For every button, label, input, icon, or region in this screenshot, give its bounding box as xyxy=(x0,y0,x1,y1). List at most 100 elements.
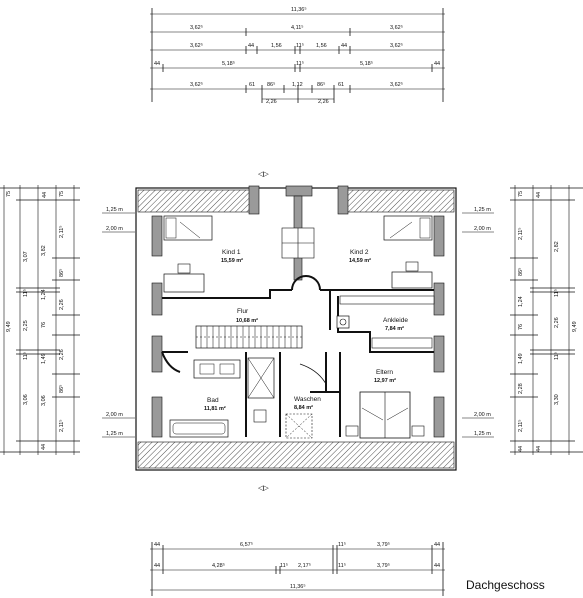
dim-label: 11⁵ xyxy=(553,289,560,297)
level-label: 1,25 m xyxy=(106,431,123,437)
room-area-flur: 10,68 m² xyxy=(236,317,258,324)
dim-label: 44 xyxy=(154,563,160,569)
room-area-ankleide: 7,84 m² xyxy=(385,325,404,332)
dim-label: 44 xyxy=(248,43,254,49)
dim-label: 44 xyxy=(518,446,524,452)
dim-label: 11⁵ xyxy=(296,60,304,67)
roof-slope-top-right xyxy=(345,189,455,213)
dim-label: 86⁵ xyxy=(517,268,524,276)
dim-label: 3,06 xyxy=(41,395,47,406)
dim-label: 5,18⁵ xyxy=(222,60,235,67)
dim-label: 3,62⁵ xyxy=(390,24,403,31)
dim-label: 3,62⁵ xyxy=(390,81,403,88)
dim-label: 44 xyxy=(434,542,440,548)
dim-label: 11⁵ xyxy=(338,562,346,569)
dim-label: 2,11⁵ xyxy=(58,419,65,432)
room-name-bad: Bad xyxy=(207,397,219,404)
level-label: 2,00 m xyxy=(106,412,123,418)
dim-label: 2,26 xyxy=(59,299,65,310)
dim-label: 76 xyxy=(41,322,47,328)
dim-label: 3,07 xyxy=(23,251,29,262)
dim-label: 1,56 xyxy=(316,43,327,49)
dim-label: 2,26 xyxy=(318,99,329,105)
dim-label: 11⁵ xyxy=(296,42,304,49)
level-label: 2,00 m xyxy=(106,226,123,232)
svg-text:◁▷: ◁▷ xyxy=(258,170,269,178)
dim-label: 9,49 xyxy=(572,321,578,332)
right-dimension-labels: 75 44 9,49 2,82 11⁵ 2,26 11⁵ 3,30 44 2,1… xyxy=(474,191,578,452)
dim-label: 2,11⁵ xyxy=(517,227,524,240)
left-dimensions xyxy=(0,185,135,455)
dim-label: 2,82 xyxy=(554,241,560,252)
dim-label: 75 xyxy=(59,191,65,197)
dim-label: 11⁵ xyxy=(22,352,29,360)
dim-label: 2,25 xyxy=(23,320,29,331)
dim-label: 9,49 xyxy=(6,321,12,332)
dim-label: 2,11⁵ xyxy=(517,419,524,432)
dim-label: 3,82 xyxy=(41,245,47,256)
dim-label: 11⁵ xyxy=(22,289,29,297)
dim-label: 44 xyxy=(42,192,48,198)
bottom-dimension-labels: 44 6,57⁵ 11⁵ 3,79⁵ 44 44 4,28⁵ 11⁵ 2,17⁵… xyxy=(154,541,440,590)
dim-label: 44 xyxy=(41,444,47,450)
svg-text:◁▷: ◁▷ xyxy=(258,484,269,492)
dim-label: 2,11⁵ xyxy=(58,225,65,238)
dim-label: 11⁵ xyxy=(553,352,560,360)
dim-label: 86⁵ xyxy=(267,81,275,88)
dim-label: 2,26 xyxy=(554,317,560,328)
dim-label: 75 xyxy=(6,191,12,197)
dim-label: 3,06 xyxy=(23,394,29,405)
dim-label: 44 xyxy=(154,61,160,67)
level-label: 2,00 m xyxy=(474,412,491,418)
dim-label: 44 xyxy=(341,43,347,49)
dim-label: 3,30 xyxy=(554,394,560,405)
dim-label: 1,24 xyxy=(41,289,47,300)
dim-label: 11⁵ xyxy=(280,562,288,569)
left-dimension-labels: 75 44 9,49 3,07 11⁵ 2,25 11⁵ 3,06 3,82 1… xyxy=(6,191,123,450)
room-name-kind1: Kind 1 xyxy=(222,249,241,256)
dim-label: 4,11⁵ xyxy=(291,24,304,31)
dim-label: 2,26 xyxy=(266,99,277,105)
dim-label: 1,56 xyxy=(271,43,282,49)
room-name-ankleide: Ankleide xyxy=(383,317,408,324)
dim-label: 3,62⁵ xyxy=(190,42,203,49)
room-area-kind2: 14,59 m² xyxy=(349,257,371,264)
dim-label: 61 xyxy=(338,82,344,88)
dim-label: 61 xyxy=(249,82,255,88)
bottom-dimensions xyxy=(150,542,445,596)
dim-label: 4,28⁵ xyxy=(212,562,225,569)
dim-label: 86⁵ xyxy=(317,81,325,88)
dim-label: 86⁵ xyxy=(58,385,65,393)
level-label: 1,25 m xyxy=(474,431,491,437)
room-area-waschen: 8,84 m² xyxy=(294,404,313,411)
dim-label: 1,24 xyxy=(518,296,524,307)
room-labels: Kind 1 15,59 m² Kind 2 14,59 m² Flur 10,… xyxy=(204,249,408,412)
dim-label: 75 xyxy=(518,191,524,197)
desk xyxy=(391,271,433,289)
dim-label: 3,79⁵ xyxy=(377,541,390,548)
dim-label: 1,49 xyxy=(518,353,524,364)
dim-label: 86⁵ xyxy=(58,269,65,277)
room-area-kind1: 15,59 m² xyxy=(221,257,243,264)
dim-label: 1,49 xyxy=(41,353,47,364)
dim-label: 2,26 xyxy=(59,349,65,360)
dim-label: 11,36⁵ xyxy=(291,6,307,13)
dim-label: 44 xyxy=(434,563,440,569)
dim-label: 44 xyxy=(154,542,160,548)
dim-label: 44 xyxy=(536,192,542,198)
roof-slope-bottom xyxy=(137,441,455,469)
level-label: 1,25 m xyxy=(474,207,491,213)
level-label: 1,25 m xyxy=(106,207,123,213)
dim-label: 2,28 xyxy=(518,383,524,394)
dim-label: 44 xyxy=(434,61,440,67)
room-area-bad: 11,81 m² xyxy=(204,405,226,412)
roof-slope-top-left xyxy=(137,189,251,213)
right-dimensions xyxy=(462,185,583,455)
dim-label: 6,57⁵ xyxy=(240,541,253,548)
level-label: 2,00 m xyxy=(474,226,491,232)
room-area-eltern: 12,97 m² xyxy=(374,377,396,384)
room-name-flur: Flur xyxy=(237,308,249,315)
dim-label: 11⁵ xyxy=(338,541,346,548)
dim-label: 5,18⁵ xyxy=(360,60,373,67)
